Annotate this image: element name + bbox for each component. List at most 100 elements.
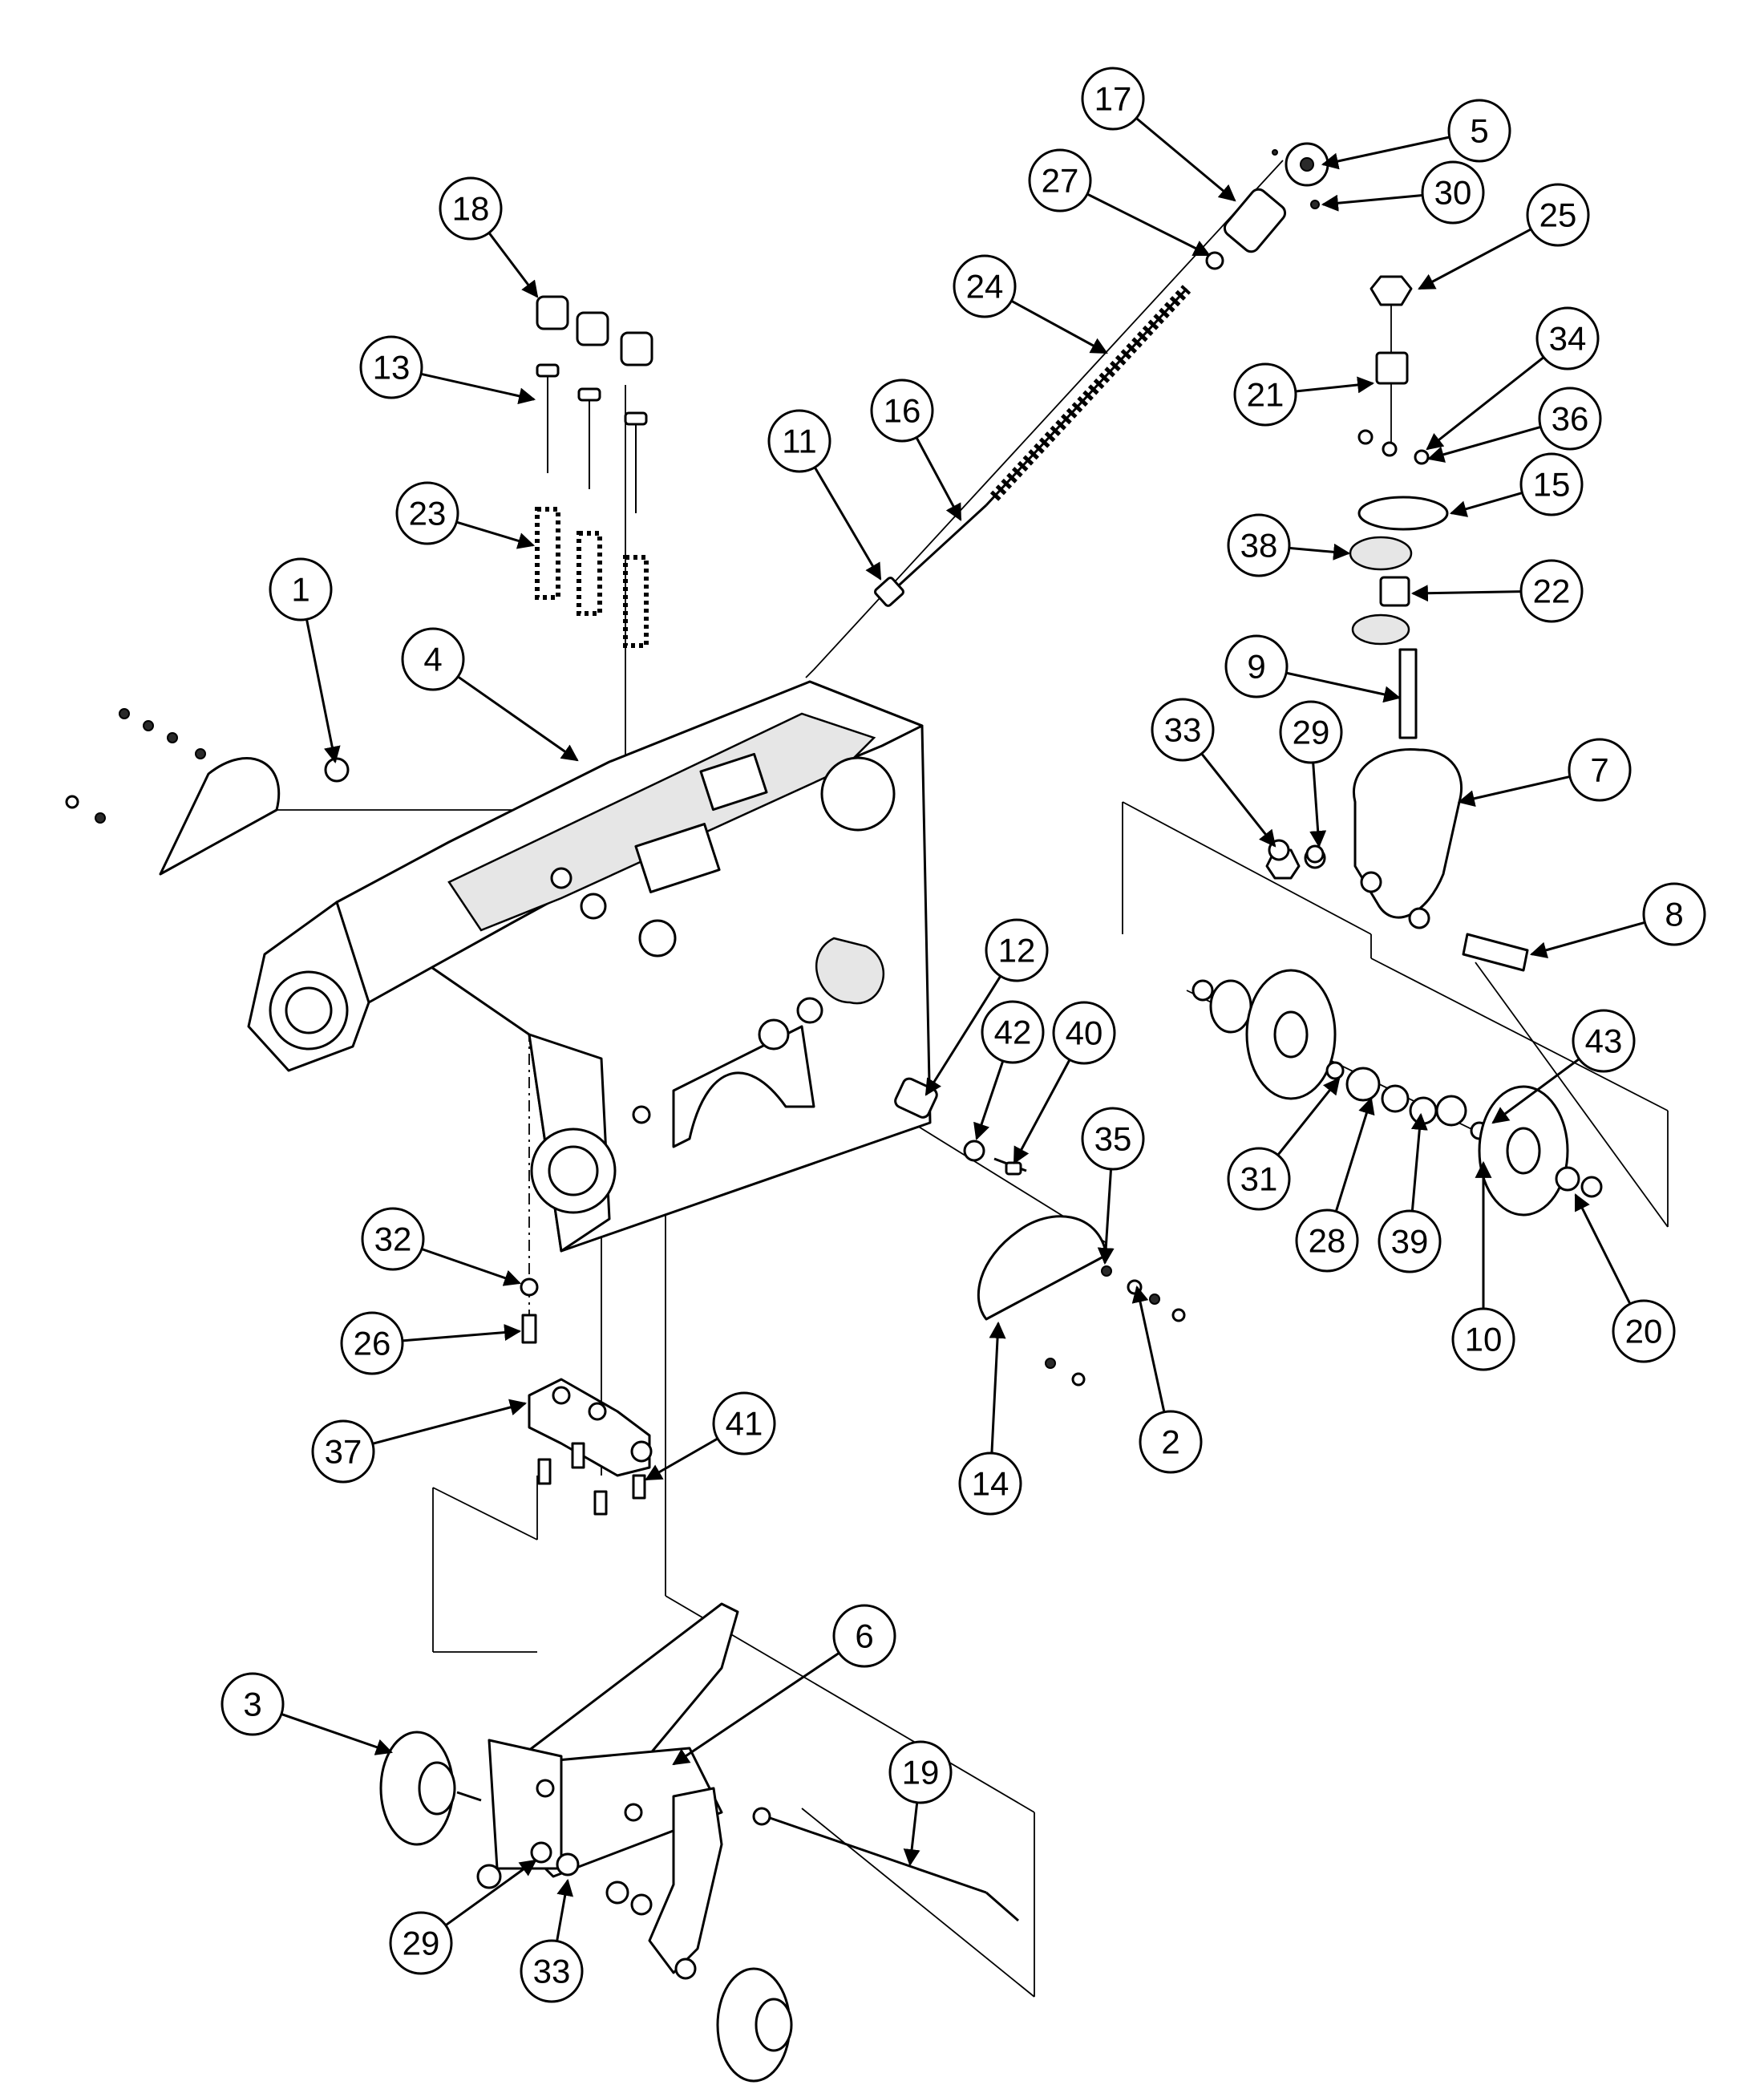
callout-bubble <box>1451 1307 1515 1371</box>
callout-19: 19 <box>888 1740 953 1867</box>
callout-number: 15 <box>1533 466 1571 504</box>
callout-number: 18 <box>452 190 490 228</box>
callout-2: 2 <box>1131 1285 1203 1474</box>
callout-bubble <box>1519 452 1584 516</box>
right-cover-plate-part-14 <box>977 1215 1186 1387</box>
callout-leader-arrow <box>281 1713 393 1755</box>
callout-number: 3 <box>243 1686 261 1723</box>
callout-number: 8 <box>1665 896 1683 933</box>
callout-bubble <box>1535 306 1600 370</box>
callout-bubble <box>1227 1147 1291 1211</box>
callout-8: 8 <box>1529 882 1706 958</box>
callout-number: 28 <box>1309 1222 1346 1260</box>
callout-bubble <box>953 254 1017 318</box>
callout-number: 13 <box>373 349 411 387</box>
callout-bubble <box>1081 67 1145 131</box>
callout-leader-arrow <box>1200 752 1276 848</box>
callout-number: 39 <box>1391 1223 1429 1261</box>
callout-leader-arrow <box>1013 1059 1071 1164</box>
callout-32: 32 <box>361 1207 521 1286</box>
callout-leader-arrow <box>1418 228 1532 290</box>
callout-leader-arrow <box>1410 585 1522 602</box>
callout-bubble <box>1295 1208 1359 1273</box>
callout-leader-arrow <box>903 1802 920 1867</box>
callout-leader-arrow <box>1529 921 1645 958</box>
callout-number: 24 <box>966 268 1004 306</box>
lower-arm-assembly-part-6 <box>476 1602 739 1980</box>
callout-bubble <box>1568 738 1632 802</box>
callout-leader-arrow <box>488 232 539 298</box>
callout-14: 14 <box>958 1321 1022 1516</box>
callout-16: 16 <box>870 379 962 521</box>
callout-number: 37 <box>325 1433 362 1471</box>
callout-bubble <box>1224 634 1289 698</box>
callout-39: 39 <box>1378 1112 1442 1273</box>
callout-number: 20 <box>1625 1313 1663 1350</box>
callout-18: 18 <box>439 176 539 298</box>
callout-25: 25 <box>1418 183 1590 290</box>
callout-number: 33 <box>1164 711 1202 749</box>
callout-20: 20 <box>1574 1193 1676 1363</box>
callout-leader-arrow <box>421 1248 521 1286</box>
callout-number: 14 <box>972 1465 1009 1503</box>
callout-37: 37 <box>311 1399 528 1484</box>
callout-bubble <box>870 379 934 443</box>
callout-bubble <box>1081 1107 1145 1171</box>
callout-number: 31 <box>1240 1160 1278 1198</box>
callout-leader-arrow <box>1135 117 1236 202</box>
callout-leader-arrow <box>1449 492 1523 517</box>
callout-3: 3 <box>220 1672 393 1755</box>
callout-leader-arrow <box>915 436 962 521</box>
cap-set-part-18 <box>536 295 653 366</box>
bushing-washer-bolt-parts-12-40-42 <box>894 1077 1027 1176</box>
callout-leader-arrow <box>305 618 341 764</box>
callout-number: 11 <box>782 423 817 460</box>
callout-30: 30 <box>1321 160 1485 225</box>
lower-washers-nuts-parts-29-33 <box>530 839 1325 1916</box>
callout-6: 6 <box>672 1604 896 1766</box>
callout-leader-arrow <box>372 1399 528 1445</box>
callout-number: 25 <box>1539 196 1577 234</box>
callout-28: 28 <box>1295 1096 1375 1273</box>
callout-bubble <box>395 481 459 545</box>
callout-29-b: 29 <box>389 1859 537 1975</box>
callout-1: 1 <box>269 557 341 764</box>
callout-10: 10 <box>1451 1160 1515 1371</box>
callout-leader-arrow <box>989 1321 1006 1454</box>
callout-bubble <box>888 1740 953 1804</box>
callout-17: 17 <box>1081 67 1236 202</box>
callout-27: 27 <box>1028 148 1211 257</box>
callout-33: 33 <box>1151 698 1276 848</box>
wheels-part-3 <box>379 1731 793 2083</box>
callout-leader-arrow <box>924 975 1002 1096</box>
callout-bubble <box>1538 387 1602 451</box>
callout-bubble <box>311 1419 375 1484</box>
callout-number: 17 <box>1094 80 1132 118</box>
callout-bubble <box>1139 1410 1203 1474</box>
callout-leader-arrow <box>672 1651 840 1766</box>
assembly-guide-lines <box>273 160 1669 1998</box>
callout-7: 7 <box>1457 738 1632 808</box>
callout-bubble <box>1052 1001 1116 1065</box>
callout-bubble <box>767 409 831 473</box>
callout-leader-arrow <box>1321 136 1450 170</box>
callout-leader-arrow <box>1289 543 1351 561</box>
callout-number: 40 <box>1066 1014 1103 1052</box>
callout-bubble <box>1028 148 1092 213</box>
callout-number: 1 <box>291 571 310 609</box>
callout-bubble <box>1526 183 1590 247</box>
callout-leader-arrow <box>402 1324 522 1342</box>
callout-26: 26 <box>340 1311 522 1375</box>
callout-number: 27 <box>1042 162 1079 200</box>
shaft-part-19 <box>752 1807 1019 1922</box>
callout-31: 31 <box>1227 1077 1341 1211</box>
callout-bubble <box>1612 1299 1676 1363</box>
callout-bubble <box>439 176 503 241</box>
callout-43: 43 <box>1491 1009 1636 1124</box>
callout-number: 43 <box>1585 1022 1623 1060</box>
rod-spring-assembly-parts-11-16-24 <box>874 285 1192 607</box>
callout-21: 21 <box>1233 362 1375 427</box>
callout-leader-arrow <box>1426 425 1541 463</box>
plug-part-1 <box>324 757 350 783</box>
